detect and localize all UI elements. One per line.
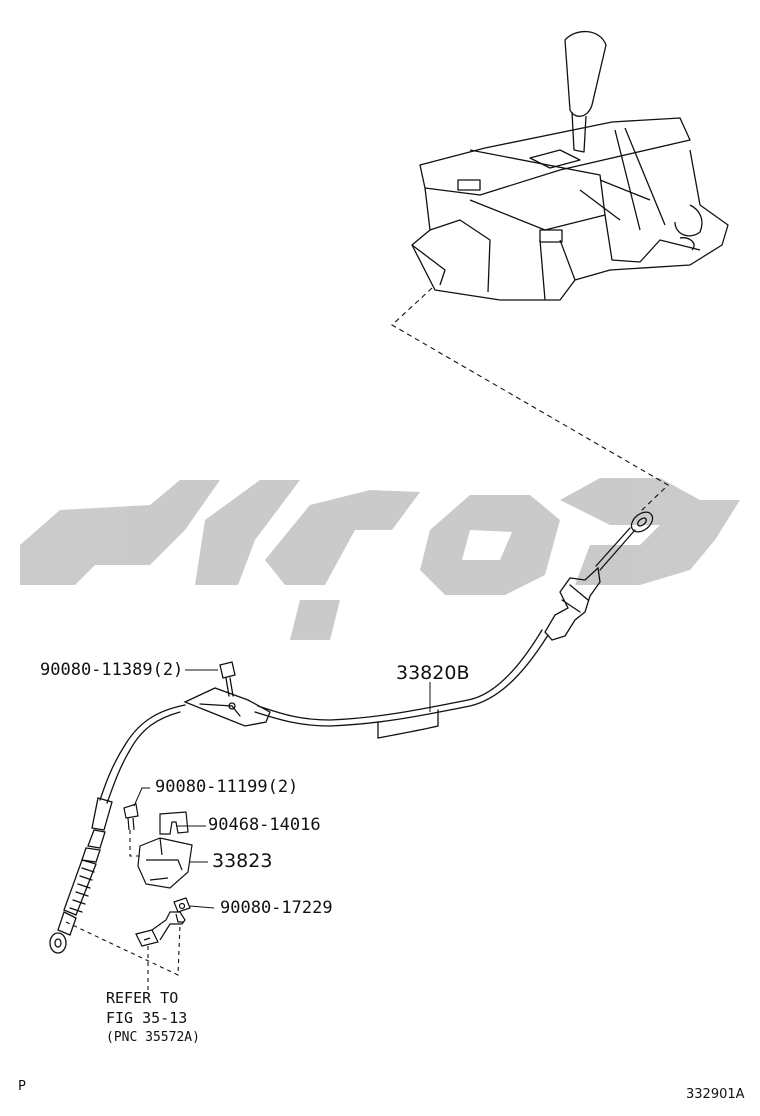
leader-line-top [391, 287, 669, 513]
bracket-33823 [137, 837, 193, 889]
reference-line-1: REFER TO [106, 989, 179, 1007]
clip-90468-14016 [159, 811, 189, 835]
bolt-90080-11199 [123, 803, 139, 831]
part-label-33823: 33823 [212, 850, 273, 872]
mounting-bracket-lower [135, 911, 186, 947]
part-label-90080-17229: 90080-17229 [220, 898, 333, 918]
reference-line-2: FIG 35-13 [106, 1009, 188, 1027]
part-label-90468-14016: 90468-14016 [208, 815, 321, 835]
watermark-logo [20, 478, 740, 640]
part-label-33820b: 33820B [396, 662, 470, 684]
label-leaders [133, 669, 431, 909]
reference-line-3: (PNC 35572A) [106, 1030, 200, 1045]
shift-lever-assembly [411, 30, 729, 301]
control-cable [49, 511, 654, 954]
corner-marker: P [18, 1079, 26, 1094]
leader-lines-lower [65, 830, 181, 990]
diagram-code: 332901A [686, 1087, 745, 1102]
part-label-90080-11389: 90080-11389(2) [40, 660, 184, 680]
part-label-90080-11199: 90080-11199(2) [155, 777, 299, 797]
nut-90080-17229 [173, 897, 191, 913]
